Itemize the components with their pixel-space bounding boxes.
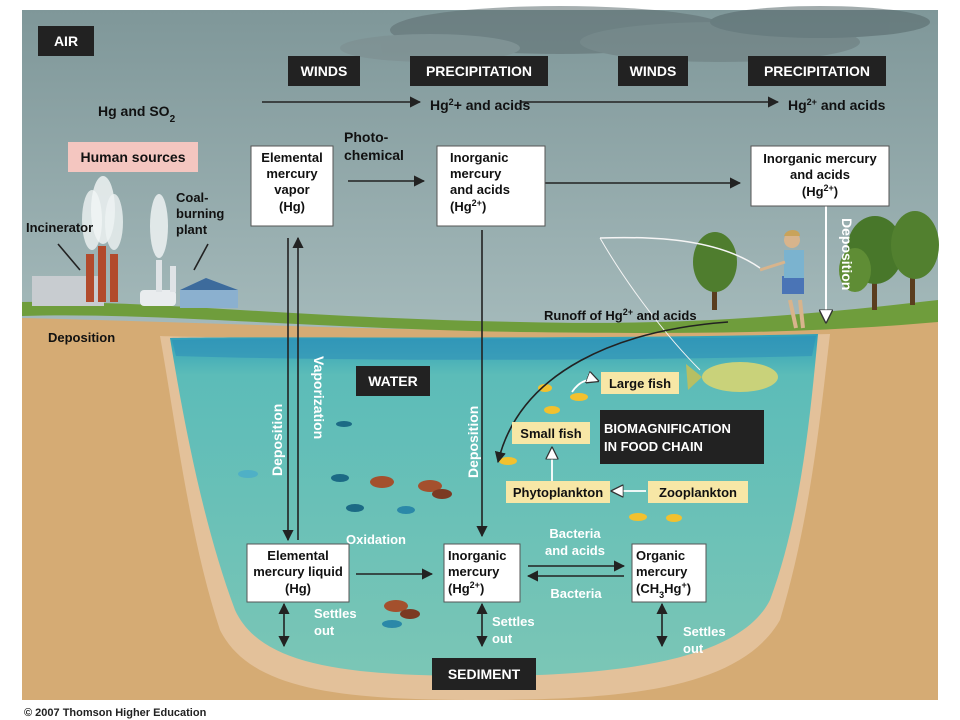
trees [693,211,939,310]
svg-text:(Hg2+): (Hg2+) [802,183,838,199]
svg-text:Elemental: Elemental [267,548,328,563]
svg-text:chemical: chemical [344,147,404,163]
svg-text:Photo-: Photo- [344,129,389,145]
svg-text:Settles: Settles [314,606,357,621]
svg-text:Bacteria: Bacteria [549,526,601,541]
svg-text:WINDS: WINDS [301,63,348,79]
elemental-liquid-box: Elemental mercury liquid (Hg) [246,543,350,603]
sediment-label: SEDIMENT [432,658,536,690]
svg-text:out: out [683,641,704,656]
water-label: WATER [356,366,430,396]
hg2-acids-text-1: Hg2+ and acids [430,97,531,113]
bacteria-acids-text: Bacteria and acids [545,526,605,558]
settles-out-text-3: Settles out [683,624,726,656]
deposition-text-water-1: Deposition [269,404,285,476]
winds-label-1: WINDS [288,56,360,86]
inorganic-right-box: Inorganic mercury and acids (Hg2+) [750,145,890,207]
photochemical-text: Photo- chemical [344,129,404,163]
copyright-text: © 2007 Thomson Higher Education [24,707,207,719]
coal-burning-plant [140,194,238,308]
svg-text:AIR: AIR [54,33,78,49]
bacteria-text: Bacteria [550,586,602,601]
svg-text:Phytoplankton: Phytoplankton [513,485,603,500]
small-fish-box: Small fish [512,422,590,444]
vaporization-text: Vaporization [311,356,327,439]
svg-text:PRECIPITATION: PRECIPITATION [426,63,532,79]
fisherman-figure [599,230,805,371]
svg-text:Small fish: Small fish [520,426,581,441]
svg-text:Elemental: Elemental [261,150,322,165]
hg-so2-text: Hg and SO2 [98,103,176,125]
svg-text:Inorganic mercury: Inorganic mercury [763,151,877,166]
deposition-text-left: Deposition [48,330,115,345]
svg-text:Inorganic: Inorganic [448,548,507,563]
precipitation-label-1: PRECIPITATION [410,56,548,86]
deposition-text-right: Deposition [839,218,855,290]
svg-text:Settles: Settles [683,624,726,639]
phytoplankton-box: Phytoplankton [506,481,610,503]
svg-text:Large fish: Large fish [609,376,671,391]
hg2-acids-text-2: Hg2+ and acids [788,97,886,113]
settles-out-text-1: Settles out [314,606,357,638]
svg-text:vapor: vapor [274,182,309,197]
svg-text:and acids: and acids [790,167,850,182]
coal-plant-text: Coal- burning plant [176,190,224,237]
svg-text:mercury: mercury [448,564,500,579]
svg-text:(Hg2+): (Hg2+) [448,580,484,596]
svg-text:burning: burning [176,206,224,221]
air-label: AIR [38,26,94,56]
settles-out-text-2: Settles out [492,614,535,646]
svg-text:out: out [492,631,513,646]
inorganic-air-box: Inorganic mercury and acids (Hg2+) [436,145,546,227]
svg-text:Settles: Settles [492,614,535,629]
svg-text:and acids: and acids [545,543,605,558]
elemental-vapor-box: Elemental mercury vapor (Hg) [250,145,334,227]
incinerator-text: Incinerator [26,220,93,235]
lake-surface [172,336,816,360]
large-fish-box: Large fish [601,372,679,394]
svg-text:Human sources: Human sources [80,149,185,165]
incinerator-pointer [57,243,209,271]
winds-label-2: WINDS [618,56,688,86]
svg-text:(Hg): (Hg) [285,581,311,596]
svg-text:and acids: and acids [450,182,510,197]
svg-text:SEDIMENT: SEDIMENT [448,666,521,682]
flow-arrows [262,96,780,648]
svg-text:mercury liquid: mercury liquid [253,564,343,579]
human-sources-box: Human sources [68,142,198,172]
svg-text:(Hg): (Hg) [279,199,305,214]
clouds [340,6,930,62]
svg-text:mercury: mercury [636,564,688,579]
svg-text:Inorganic: Inorganic [450,150,509,165]
svg-text:(CH3Hg+): (CH3Hg+) [636,580,691,600]
svg-text:plant: plant [176,222,208,237]
inorganic-water-box: Inorganic mercury (Hg2+) [443,543,521,603]
biomagnification-label: BIOMAGNIFICATION IN FOOD CHAIN [600,410,764,464]
organic-box: Organic mercury (CH3Hg+) [631,543,707,603]
svg-text:PRECIPITATION: PRECIPITATION [764,63,870,79]
svg-text:out: out [314,623,335,638]
zooplankton-box: Zooplankton [648,481,748,503]
svg-text:IN FOOD CHAIN: IN FOOD CHAIN [604,439,703,454]
svg-text:mercury: mercury [450,166,502,181]
incinerator-plant [32,176,123,306]
svg-text:Organic: Organic [636,548,685,563]
svg-text:Coal-: Coal- [176,190,209,205]
svg-text:BIOMAGNIFICATION: BIOMAGNIFICATION [604,421,731,436]
runoff-text: Runoff of Hg2+ and acids [544,307,697,323]
svg-text:WATER: WATER [368,373,418,389]
grass-strip [22,300,938,333]
deposition-text-water-2: Deposition [465,406,481,478]
svg-text:Zooplankton: Zooplankton [659,485,737,500]
food-chain-arrows [552,380,646,491]
svg-text:mercury: mercury [266,166,318,181]
svg-text:(Hg2+): (Hg2+) [450,198,486,214]
oxidation-text: Oxidation [346,532,406,547]
svg-text:WINDS: WINDS [630,63,677,79]
precipitation-label-2: PRECIPITATION [748,56,886,86]
